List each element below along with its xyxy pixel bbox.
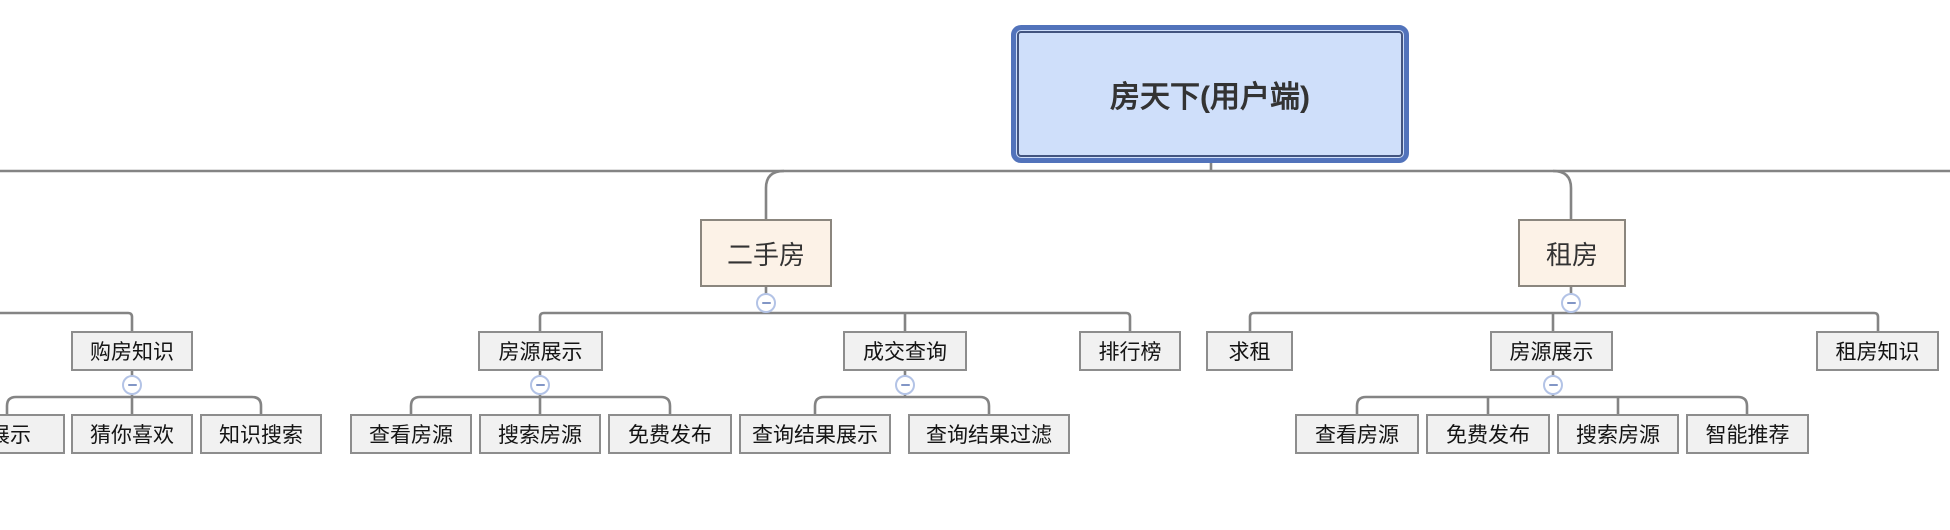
- node-query-result-display[interactable]: 查询结果展示: [739, 414, 891, 454]
- node-query-result-filter[interactable]: 查询结果过滤: [908, 414, 1070, 454]
- node-purchase-knowledge[interactable]: 购房知识: [71, 331, 193, 371]
- minus-icon: [900, 383, 910, 387]
- node-rent-knowledge[interactable]: 租房知识: [1816, 331, 1939, 371]
- collapse-icon-rent[interactable]: [1561, 293, 1581, 313]
- collapse-icon-deal-query[interactable]: [895, 375, 915, 395]
- node-label: 查看房源: [369, 424, 453, 447]
- node-label: 展示: [0, 424, 31, 447]
- node-label: 猜你喜欢: [90, 424, 174, 447]
- collapse-icon-listing-secondhand[interactable]: [530, 375, 550, 395]
- node-label: 租房: [1545, 239, 1598, 270]
- node-rent-house[interactable]: 租房: [1518, 219, 1626, 287]
- node-label: 智能推荐: [1705, 424, 1790, 447]
- minus-icon: [1566, 301, 1576, 305]
- minus-icon: [761, 301, 771, 305]
- node-label: 求租: [1228, 341, 1271, 364]
- collapse-icon-listing-rent[interactable]: [1543, 375, 1563, 395]
- node-label: 知识搜索: [219, 424, 303, 447]
- node-label: 购房知识: [90, 341, 174, 364]
- minus-icon: [1548, 383, 1558, 387]
- minus-icon: [535, 383, 545, 387]
- node-deal-query[interactable]: 成交查询: [843, 331, 967, 371]
- node-root[interactable]: 房天下(用户端): [1011, 25, 1409, 163]
- collapse-icon-purchase-knowledge[interactable]: [122, 375, 142, 395]
- node-label: 成交查询: [863, 341, 947, 364]
- node-label: 租房知识: [1835, 341, 1920, 364]
- node-label: 查看房源: [1315, 424, 1399, 447]
- node-search-listings-rent[interactable]: 搜索房源: [1557, 414, 1679, 454]
- node-guess-you-like[interactable]: 猜你喜欢: [71, 414, 193, 454]
- node-secondhand-house[interactable]: 二手房: [700, 219, 832, 287]
- node-smart-recommend[interactable]: 智能推荐: [1686, 414, 1809, 454]
- node-free-publish-rent[interactable]: 免费发布: [1426, 414, 1550, 454]
- node-view-listings-rent[interactable]: 查看房源: [1295, 414, 1419, 454]
- node-label: 查询结果展示: [752, 424, 878, 447]
- node-knowledge-search[interactable]: 知识搜索: [200, 414, 322, 454]
- node-label: 房天下(用户端): [1110, 81, 1310, 114]
- node-label: 查询结果过滤: [926, 424, 1052, 447]
- node-label: 搜索房源: [1576, 424, 1660, 447]
- node-label: 搜索房源: [498, 424, 582, 447]
- node-search-listings-secondhand[interactable]: 搜索房源: [479, 414, 601, 454]
- node-seek-rent[interactable]: 求租: [1206, 331, 1293, 371]
- node-free-publish-secondhand[interactable]: 免费发布: [608, 414, 732, 454]
- node-display-clipped[interactable]: 展示: [0, 414, 65, 454]
- node-label: 免费发布: [628, 424, 712, 447]
- node-label: 二手房: [726, 239, 805, 270]
- collapse-icon-secondhand[interactable]: [756, 293, 776, 313]
- node-view-listings-secondhand[interactable]: 查看房源: [350, 414, 472, 454]
- node-label: 排行榜: [1098, 341, 1162, 364]
- node-listing-display-secondhand[interactable]: 房源展示: [478, 331, 603, 371]
- node-label: 房源展示: [1509, 341, 1594, 364]
- node-label: 房源展示: [498, 341, 583, 364]
- node-label: 免费发布: [1446, 424, 1530, 447]
- minus-icon: [127, 383, 137, 387]
- node-listing-display-rent[interactable]: 房源展示: [1490, 331, 1613, 371]
- node-ranking-list[interactable]: 排行榜: [1079, 331, 1181, 371]
